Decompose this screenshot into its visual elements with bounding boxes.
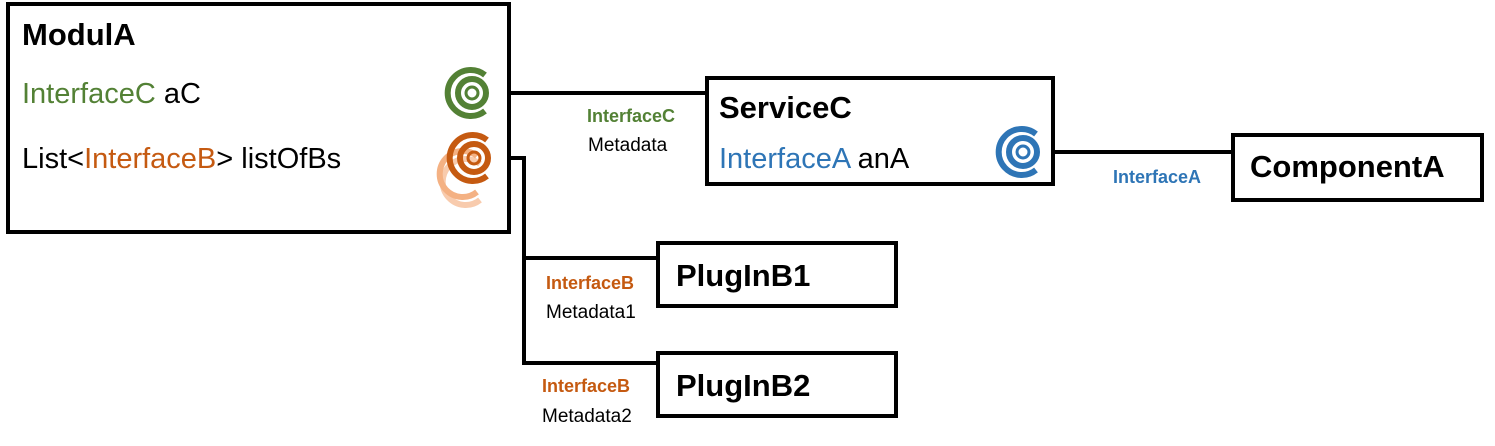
pluginb2-metadata-label: Metadata2: [542, 406, 632, 427]
servicec-member-ana-name: anA: [850, 143, 910, 175]
required-socket-icon: [444, 67, 489, 119]
multiple-socket-icon: [436, 132, 491, 208]
servicec-box[interactable]: [705, 76, 1055, 186]
pluginb2-box[interactable]: [656, 351, 898, 418]
pluginb1-title: PlugInB1: [676, 258, 810, 293]
pluginb2-title: PlugInB2: [676, 368, 810, 403]
pluginb1-metadata-label: Metadata1: [546, 302, 636, 323]
modula-box[interactable]: [6, 2, 511, 234]
servicec-interface-label: InterfaceC: [587, 106, 675, 126]
modula-member-listofbs-prefix: List<: [22, 143, 84, 175]
componenta-box[interactable]: [1231, 133, 1484, 202]
modula-title: ModulA: [22, 17, 136, 52]
modula-member-listofbs-suffix: > listOfBs: [216, 143, 341, 175]
servicec-member-ana-type: InterfaceA: [719, 143, 852, 175]
modula-member-ac-type: InterfaceC: [22, 78, 156, 110]
pluginb2-interface-label: InterfaceB: [542, 376, 630, 396]
pluginb1-box[interactable]: [656, 241, 898, 308]
pluginb1-interface-label: InterfaceB: [546, 273, 634, 293]
modula-member-ac-name: aC: [156, 78, 201, 110]
required-socket-icon: [995, 126, 1040, 178]
componenta-interface-label: InterfaceA: [1113, 167, 1201, 187]
componenta-title: ComponentA: [1250, 149, 1445, 184]
servicec-title: ServiceC: [719, 90, 852, 125]
modula-member-listofbs-type: InterfaceB: [84, 143, 216, 175]
servicec-member-ana: InterfaceA anA: [719, 143, 910, 175]
modula-member-ac: InterfaceC aC: [22, 78, 201, 110]
modula-member-listofbs: List<InterfaceB> listOfBs: [22, 143, 341, 175]
wire-socket-b-to-plugins: [488, 156, 658, 365]
servicec-metadata-label: Metadata: [588, 135, 668, 156]
